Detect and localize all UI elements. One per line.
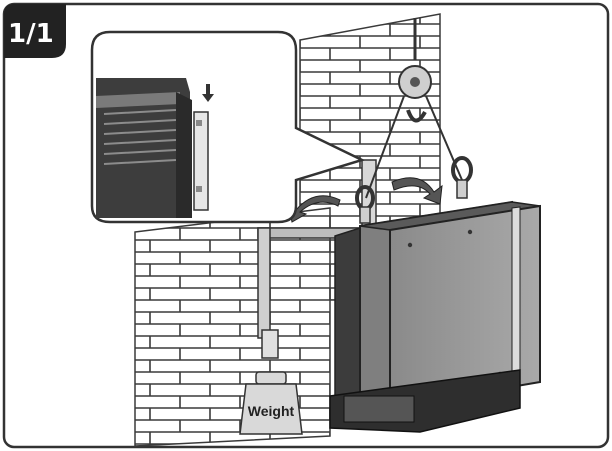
weight-block: Weight <box>239 371 303 435</box>
weight-label: Weight <box>248 403 295 419</box>
detail-callout <box>90 30 366 224</box>
rotation-arrows <box>287 177 443 223</box>
wall-bracket <box>257 159 377 359</box>
detail-inverter-top <box>96 78 192 218</box>
step-badge: 1/1 <box>4 4 66 58</box>
down-arrow-icon <box>202 84 214 102</box>
inverter-unit <box>329 200 541 433</box>
step-label: 1/1 <box>8 19 54 49</box>
detail-bracket <box>193 111 209 211</box>
pulley-hoist <box>365 18 463 199</box>
lifting-eyes <box>355 156 473 224</box>
